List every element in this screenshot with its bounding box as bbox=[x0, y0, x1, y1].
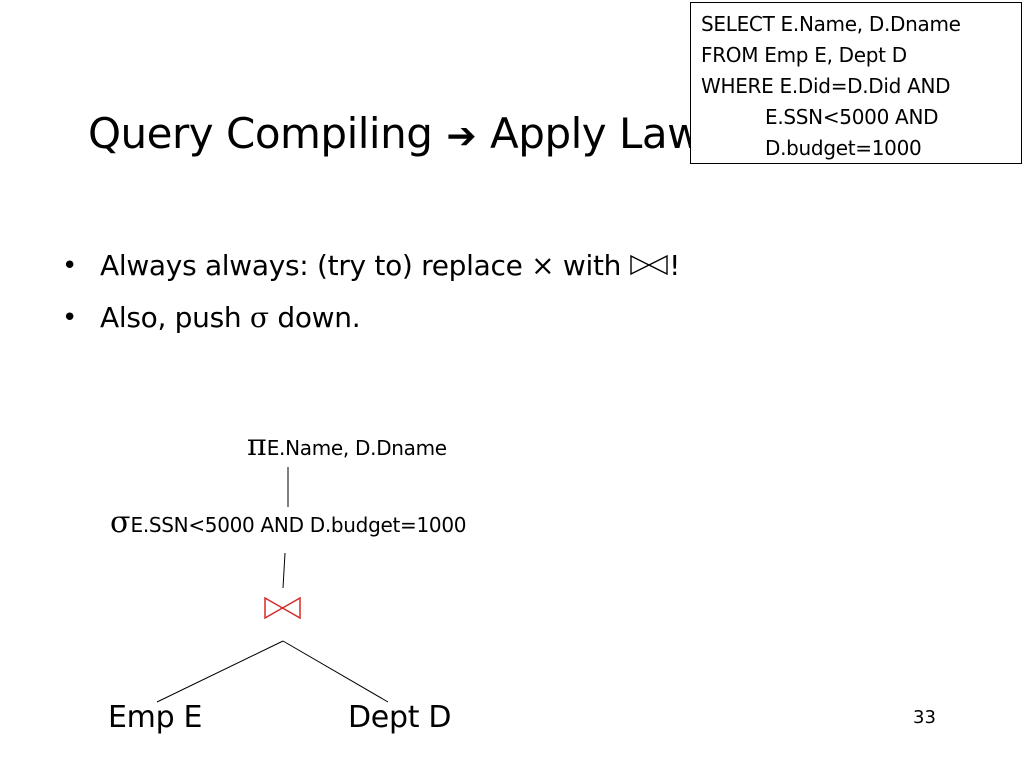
leaf-dept: Dept D bbox=[348, 700, 452, 735]
edge-join-right bbox=[282, 640, 389, 703]
bullet-marker: • bbox=[62, 251, 78, 281]
bullet-text-end: down. bbox=[277, 301, 361, 334]
projection-node: πE.Name, D.Dname bbox=[247, 428, 447, 463]
bullet-item-replace-cross: • Always always: (try to) replace × with… bbox=[62, 240, 680, 292]
bullet-exclamation: ! bbox=[669, 249, 681, 282]
bullet-marker: • bbox=[62, 303, 78, 333]
edge-join-left bbox=[156, 640, 284, 703]
slide-title: Query Compiling ➔ Apply Laws bbox=[88, 108, 723, 163]
sql-line-condition-ssn: E.SSN<5000 AND bbox=[765, 105, 939, 129]
sigma-symbol: σ bbox=[110, 505, 131, 540]
sql-line-where: WHERE E.Did=D.Did AND bbox=[701, 74, 951, 98]
right-arrow-icon: ➔ bbox=[446, 116, 477, 157]
projection-attributes: E.Name, D.Dname bbox=[266, 436, 447, 460]
sql-query-box: SELECT E.Name, D.Dname FROM Emp E, Dept … bbox=[690, 2, 1022, 164]
cross-product-icon: × bbox=[531, 249, 555, 282]
sql-line-select: SELECT E.Name, D.Dname bbox=[701, 12, 961, 36]
bullet-item-push-sigma: • Also, push σ down. bbox=[62, 292, 680, 344]
sql-line-from: FROM Emp E, Dept D bbox=[701, 43, 907, 67]
title-left: Query Compiling bbox=[88, 109, 433, 158]
selection-node: σE.SSN<5000 AND D.budget=1000 bbox=[110, 505, 466, 540]
bullet-text: Also, push bbox=[100, 301, 242, 334]
leaf-emp: Emp E bbox=[108, 700, 203, 735]
bullet-with-word: with bbox=[562, 249, 622, 282]
sql-line-condition-budget: D.budget=1000 bbox=[765, 136, 922, 160]
selection-condition: E.SSN<5000 AND D.budget=1000 bbox=[130, 513, 467, 537]
bullet-text: Always always: (try to) replace bbox=[100, 249, 523, 282]
bullet-list: • Always always: (try to) replace × with… bbox=[62, 240, 680, 344]
title-right: Apply Laws bbox=[490, 109, 723, 158]
sigma-symbol: σ bbox=[249, 301, 269, 334]
pi-symbol: π bbox=[247, 428, 267, 463]
join-operator-icon bbox=[264, 596, 301, 620]
join-icon bbox=[630, 254, 668, 276]
page-number: 33 bbox=[913, 707, 936, 728]
edge-selection-join bbox=[282, 552, 286, 589]
